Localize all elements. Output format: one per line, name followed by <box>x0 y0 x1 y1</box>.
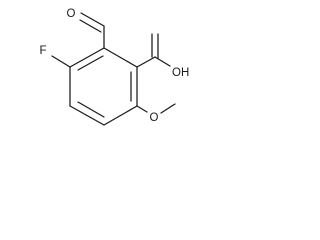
hydroxyl-label: OH <box>172 67 189 79</box>
bonds <box>51 12 176 126</box>
methoxy-oxygen-label: O <box>150 112 159 124</box>
methoxy-bond-methyl <box>160 103 176 114</box>
ring-bond-c5-c6 <box>69 105 105 126</box>
fluorine-bond <box>51 55 71 68</box>
methoxy-bond-ring-carbon <box>136 105 148 113</box>
ring-double-bond-inner-top <box>77 55 104 71</box>
fluorine-label: F <box>39 45 46 57</box>
aldehyde-oxygen-label: O <box>67 8 76 20</box>
chemical-structure: O F OH O <box>39 8 189 126</box>
carboxyl-hydroxyl-bond <box>154 56 171 67</box>
aldehyde-double-bond-inner <box>79 19 102 33</box>
ring-bond-c2-c3 <box>103 47 138 68</box>
atom-labels: O F OH O <box>39 8 189 124</box>
ring-bond-c4-c5 <box>103 105 138 126</box>
ring-bond-c1-c2 <box>69 47 105 68</box>
carboxyl-bond-ring-carbon <box>136 56 156 68</box>
ring-double-bond-inner-bottom <box>77 101 105 118</box>
aldehyde-double-bond-outer <box>80 12 105 27</box>
